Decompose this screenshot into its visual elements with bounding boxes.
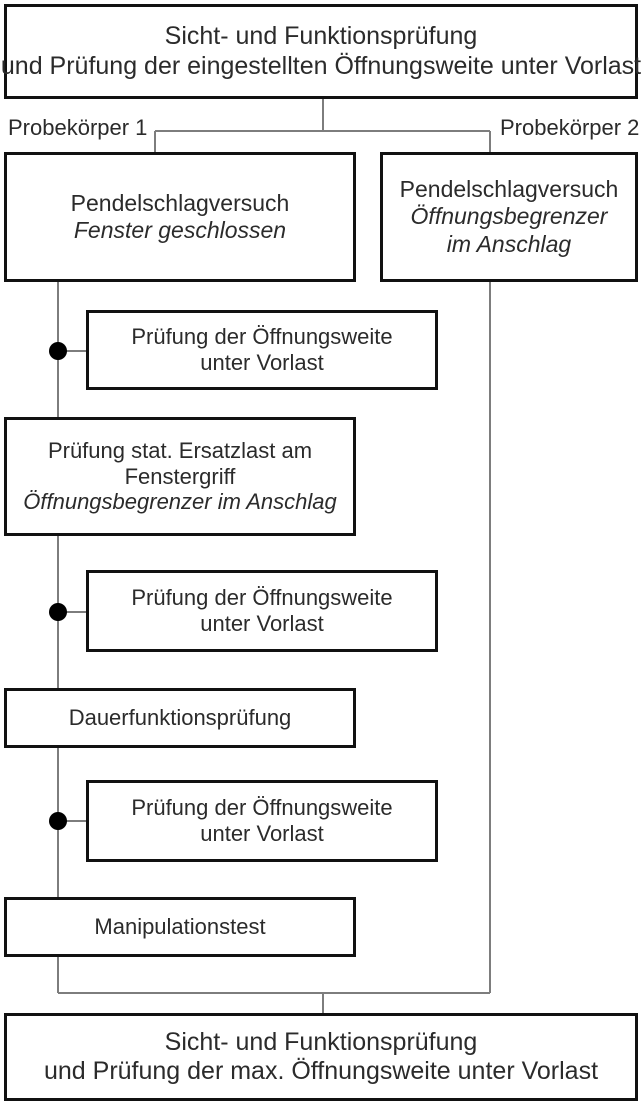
node-pendulum-right[interactable]: Pendelschlagversuch Öffnungsbegrenzer im… — [380, 152, 638, 282]
node-bottom-line2: und Prüfung der max. Öffnungsweite unter… — [43, 1057, 599, 1085]
node-pendulum-left-line1: Pendelschlagversuch — [70, 189, 290, 216]
node-pendulum-left-line2: Fenster geschlossen — [73, 217, 287, 243]
node-check2-line1: Prüfung der Öffnungsweite — [131, 585, 393, 611]
node-check1-line1: Prüfung der Öffnungsweite — [131, 324, 393, 350]
node-pendulum-left[interactable]: Pendelschlagversuch Fenster geschlossen — [4, 152, 356, 282]
node-endurance-line1: Dauerfunktionsprüfung — [68, 705, 292, 731]
node-pendulum-right-line3: im Anschlag — [446, 230, 572, 257]
node-static-replacement-load[interactable]: Prüfung stat. Ersatzlast am Fenstergriff… — [4, 417, 356, 536]
node-top-inspection[interactable]: Sicht- und Funktionsprüfung und Prüfung … — [0, 4, 642, 99]
node-check2-line2: unter Vorlast — [200, 611, 324, 636]
node-top-line1: Sicht- und Funktionsprüfung — [164, 22, 478, 50]
junction-dot-check2 — [49, 603, 67, 621]
node-bottom-inspection[interactable]: Sicht- und Funktionsprüfung und Prüfung … — [4, 1013, 638, 1101]
node-check1-line2: unter Vorlast — [200, 350, 324, 375]
node-check-opening-width-1[interactable]: Prüfung der Öffnungsweite unter Vorlast — [86, 310, 438, 390]
node-check3-line2: unter Vorlast — [200, 821, 324, 846]
branch-label-specimen-1: Probekörper 1 — [8, 115, 148, 140]
node-static-load-line3: Öffnungsbegrenzer im Anschlag — [23, 489, 337, 515]
node-check-opening-width-2[interactable]: Prüfung der Öffnungsweite unter Vorlast — [86, 570, 438, 652]
junction-dot-check3 — [49, 812, 67, 830]
node-check-opening-width-3[interactable]: Prüfung der Öffnungsweite unter Vorlast — [86, 780, 438, 862]
junction-dot-check1 — [49, 342, 67, 360]
node-manipulation-line1: Manipulationstest — [94, 914, 266, 940]
node-static-load-line1: Prüfung stat. Ersatzlast am — [47, 437, 313, 463]
node-top-line2: und Prüfung der eingestellten Öffnungswe… — [0, 51, 642, 80]
node-endurance-test[interactable]: Dauerfunktionsprüfung — [4, 688, 356, 748]
node-pendulum-right-line1: Pendelschlagversuch — [399, 176, 619, 203]
node-static-load-line2: Fenstergriff — [124, 463, 236, 489]
node-pendulum-right-line2: Öffnungsbegrenzer — [410, 203, 608, 230]
node-manipulation-test[interactable]: Manipulationstest — [4, 897, 356, 957]
branch-label-specimen-2: Probekörper 2 — [500, 115, 640, 140]
node-check3-line1: Prüfung der Öffnungsweite — [131, 795, 393, 821]
node-bottom-line1: Sicht- und Funktionsprüfung — [164, 1027, 478, 1056]
